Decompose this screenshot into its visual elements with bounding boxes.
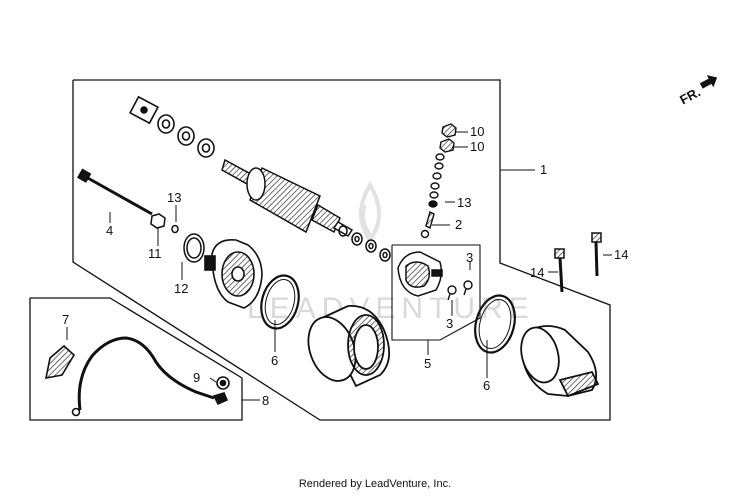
- o-rings: [260, 274, 516, 354]
- label-part-4: 4: [106, 223, 113, 238]
- svg-text:FR.: FR.: [677, 84, 703, 107]
- direction-marker: FR.: [677, 75, 718, 107]
- label-part-14a: 14: [530, 265, 544, 280]
- label-part-8: 8: [262, 393, 269, 408]
- label-part-12: 12: [174, 281, 188, 296]
- footer-credit: Rendered by LeadVenture, Inc.: [298, 478, 452, 490]
- starter-cable: [44, 336, 230, 417]
- label-part-3a: 3: [466, 250, 473, 265]
- brush-holder: [397, 251, 443, 297]
- label-part-11: 11: [148, 246, 162, 261]
- part-labels: 1 2 3 3 4 5 6 6 7 8 9 10 10 11 12 13 13 …: [62, 124, 628, 408]
- rear-cover: [520, 325, 600, 398]
- label-part-3b: 3: [446, 316, 453, 331]
- through-bolt: [77, 168, 153, 216]
- label-part-2: 2: [455, 217, 462, 232]
- label-part-9: 9: [193, 370, 200, 385]
- shaft-washers: [338, 225, 391, 262]
- label-part-13a: 13: [167, 190, 181, 205]
- label-part-6b: 6: [483, 378, 490, 393]
- label-part-6a: 6: [271, 353, 278, 368]
- mounting-bolts: [554, 232, 602, 293]
- terminal-stack: [420, 123, 457, 239]
- label-part-14b: 14: [614, 247, 628, 262]
- small-screws: [447, 280, 473, 301]
- label-part-13b: 13: [457, 195, 471, 210]
- label-part-5: 5: [424, 356, 431, 371]
- label-part-7: 7: [62, 312, 69, 327]
- motor-case: [307, 305, 390, 388]
- leader-lines: [66, 131, 612, 401]
- brush-holder-box: [391, 244, 481, 341]
- label-part-10a: 10: [470, 124, 484, 139]
- front-cover: [204, 238, 263, 309]
- small-seals: [150, 213, 205, 263]
- armature-washers: [128, 95, 215, 158]
- armature: [221, 158, 354, 237]
- label-part-1: 1: [540, 162, 547, 177]
- assembly-outline: [29, 79, 611, 421]
- label-part-10b: 10: [470, 139, 484, 154]
